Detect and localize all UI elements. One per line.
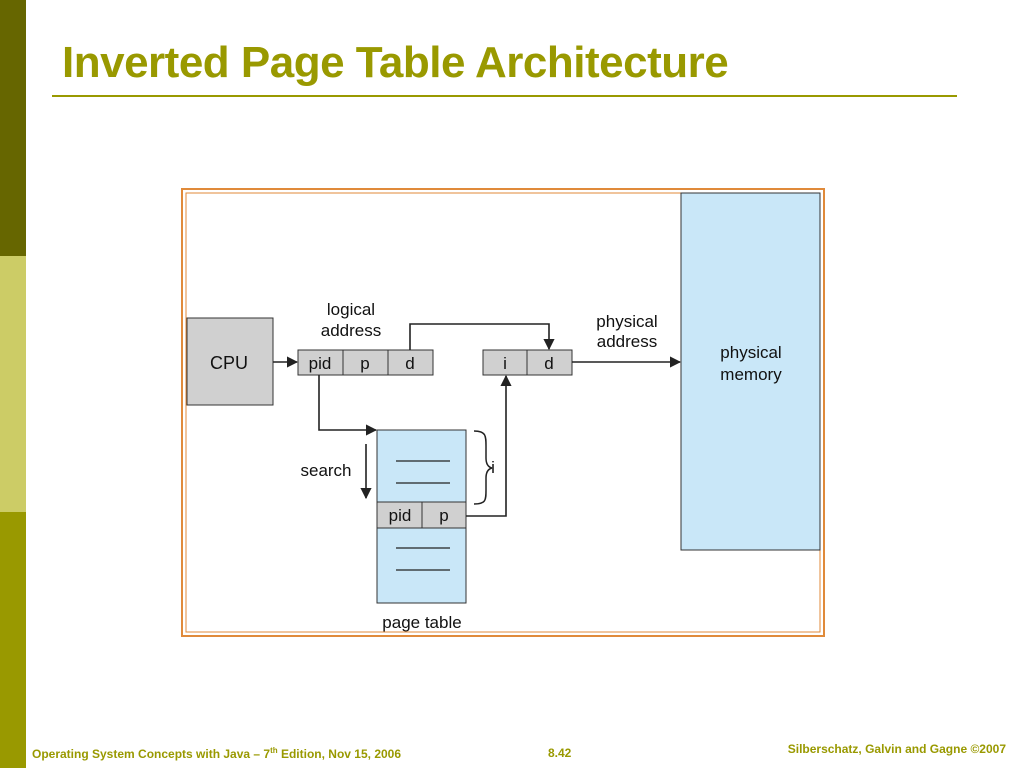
offset-copy-arrow [409, 323, 555, 351]
slide-title: Inverted Page Table Architecture [62, 38, 729, 87]
logical-address-label-line2: address [321, 321, 381, 340]
footer-book-title-sup: th [270, 746, 278, 755]
page-table-field-pid: pid [389, 506, 412, 525]
physical-address-label-line2: address [597, 332, 657, 351]
sidebar-decoration [0, 0, 26, 768]
page-table-field-p: p [439, 506, 448, 525]
logical-address-register [297, 349, 434, 376]
pid-to-page-table-arrow [318, 375, 378, 436]
index-to-physical-arrow [466, 374, 512, 517]
sidebar-band-bottom [0, 512, 26, 768]
index-brace [473, 430, 493, 505]
physical-memory-label-line1: physical [720, 343, 781, 362]
physical-field-i: i [503, 354, 507, 373]
cpu-label: CPU [210, 353, 248, 373]
footer-book-title-suffix: Edition, Nov 15, 2006 [277, 747, 402, 761]
footer-book-title: Operating System Concepts with Java – 7t… [32, 746, 401, 761]
title-underline [52, 95, 957, 97]
physical-memory-box [680, 192, 821, 551]
cpu-box [186, 317, 274, 406]
physical-field-d: d [544, 354, 553, 373]
logical-field-d: d [405, 354, 414, 373]
page-table-label: page table [382, 613, 461, 632]
search-label: search [300, 461, 351, 480]
footer-book-title-prefix: Operating System Concepts with Java – 7 [32, 747, 271, 761]
sidebar-band-middle [0, 256, 26, 512]
footer-page-number: 8.42 [548, 746, 572, 760]
logical-address-label-line1: logical [327, 300, 375, 319]
logical-field-p: p [360, 354, 369, 373]
physical-address-label-line1: physical [596, 312, 657, 331]
physical-memory-label-line2: memory [720, 365, 782, 384]
footer-copyright: Silberschatz, Galvin and Gagne ©2007 [787, 742, 1006, 756]
index-label: i [491, 458, 495, 477]
logical-field-pid: pid [309, 354, 332, 373]
sidebar-band-top [0, 0, 26, 256]
